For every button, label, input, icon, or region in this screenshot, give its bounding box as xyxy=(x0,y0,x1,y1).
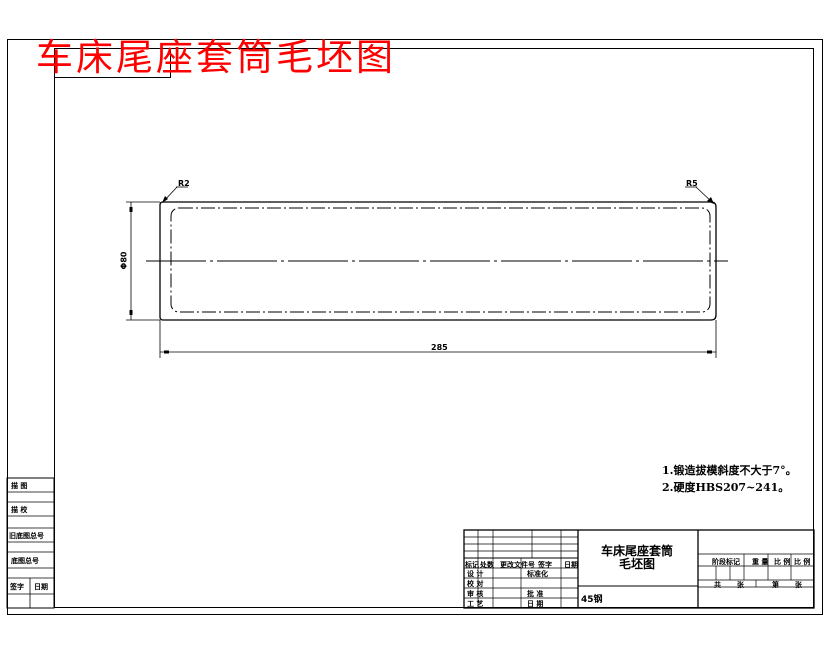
part-name: 车床尾座套筒 毛坯图 xyxy=(578,545,696,571)
scale-value-label: 比 例 xyxy=(794,558,811,566)
height-dimension-label: Φ80 xyxy=(119,251,129,270)
part-name-line2: 毛坯图 xyxy=(618,557,655,571)
row-design: 设 计 xyxy=(467,570,484,578)
total-sheets-label: 张 xyxy=(737,581,744,589)
inner-frame xyxy=(54,48,814,608)
side-strip-base-number: 底图总号 xyxy=(11,557,39,565)
header-count: 处数 xyxy=(480,561,494,569)
row-standardize: 标准化 xyxy=(527,570,548,578)
row-approve: 批 准 xyxy=(527,590,544,598)
row-process: 工 艺 xyxy=(467,600,484,608)
title-block-grid xyxy=(463,529,815,609)
length-dimension-label: 285 xyxy=(431,343,448,352)
radius-label-left: R2 xyxy=(178,179,190,188)
drawing-code-box xyxy=(54,48,171,78)
header-sign: 签字 xyxy=(538,561,552,569)
total-label: 共 xyxy=(714,581,721,589)
header-mark: 标记 xyxy=(465,561,479,569)
radius-label-right: R5 xyxy=(686,179,698,188)
side-strip-trace: 描 图 xyxy=(11,482,28,490)
header-date: 日期 xyxy=(564,561,578,569)
banner-title: 车床尾座套筒毛坯图 xyxy=(36,36,396,79)
blank-outline xyxy=(159,201,717,321)
side-strip-sign: 签字 xyxy=(10,583,24,591)
page-label: 第 xyxy=(772,581,779,589)
part-name-line1: 车床尾座套筒 xyxy=(600,544,673,558)
stage-mark-label: 阶段标记 xyxy=(712,558,740,566)
row-date: 日 期 xyxy=(527,600,544,608)
material-label: 45钢 xyxy=(581,595,603,605)
row-check: 校 对 xyxy=(467,580,484,588)
outer-frame xyxy=(7,39,823,615)
side-strip-old-base-number: 旧底图总号 xyxy=(9,532,44,540)
finished-part-outline xyxy=(170,207,711,313)
row-review: 审 核 xyxy=(467,590,484,598)
page-sheets-label: 张 xyxy=(795,581,802,589)
scale-label: 比 例 xyxy=(774,558,791,566)
note-1: 1.锻造拔模斜度不大于7°。 xyxy=(662,464,797,477)
header-change-doc: 更改文件号 xyxy=(500,561,535,569)
technical-notes: 1.锻造拔模斜度不大于7°。 2.硬度HBS207~241。 xyxy=(662,462,797,496)
weight-label: 重 量 xyxy=(752,558,769,566)
side-strip-date: 日期 xyxy=(34,583,48,591)
note-2: 2.硬度HBS207~241。 xyxy=(662,481,790,494)
side-strip-grid xyxy=(6,477,55,609)
side-strip-trace-check: 描 校 xyxy=(11,506,28,514)
